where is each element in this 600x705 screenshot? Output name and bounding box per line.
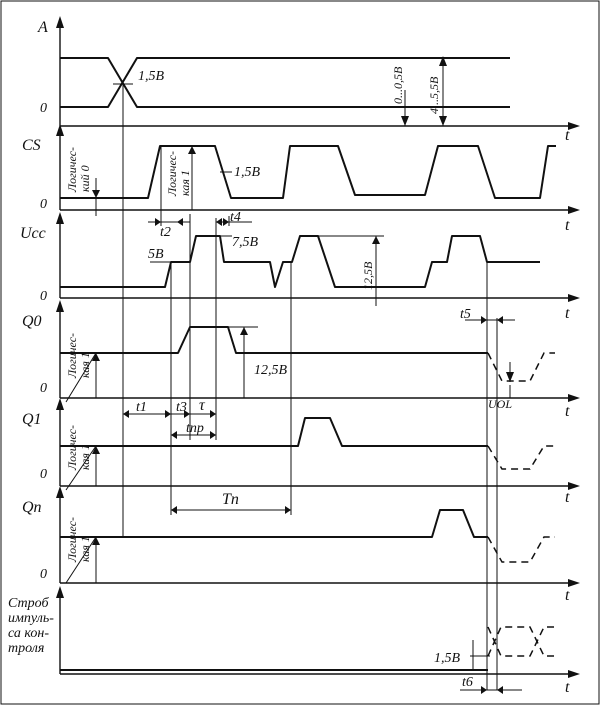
timing-t6: t6 <box>462 675 473 690</box>
zero-label-a: 0 <box>40 101 47 116</box>
logic-0-cs-1: Логичес- <box>65 147 79 193</box>
zero-label-q1: 0 <box>40 467 47 482</box>
waveform-q1 <box>60 417 555 470</box>
waveform-qn <box>60 509 555 563</box>
logic-1-q0-2: кая 1 <box>78 352 92 378</box>
level-1-5v-cs: 1,5В <box>234 165 261 180</box>
t-label-q0: t <box>565 403 570 420</box>
logic-1-cs-2: кая 1 <box>178 170 192 196</box>
level-0-0-5v: 0...0,5В <box>391 66 405 104</box>
signal-label-a: A <box>37 19 48 36</box>
signal-label-strobe-1: Строб <box>8 596 49 611</box>
t-label-cs: t <box>565 217 570 234</box>
timing-tp: Tп <box>222 491 239 508</box>
logic-1-q1-2: кая 1 <box>78 444 92 470</box>
waveform-strobe <box>60 626 555 671</box>
signal-label-q1: Q1 <box>22 411 42 428</box>
waveform-q0 <box>60 326 555 382</box>
signal-label-strobe-2: импуль- <box>8 611 54 626</box>
axes <box>56 16 580 678</box>
zero-label-q0: 0 <box>40 381 47 396</box>
waveform-ucc <box>60 235 540 288</box>
signal-label-ucc: Ucc <box>20 225 46 242</box>
timing-t4: t4 <box>230 210 241 225</box>
logic-0-cs-2: кий 0 <box>78 165 92 192</box>
logic-1-qn-2: кая 1 <box>78 536 92 562</box>
zero-label-cs: 0 <box>40 197 47 212</box>
t-label-qn: t <box>565 587 570 604</box>
reference-lines <box>122 84 498 690</box>
logic-1-q0-1: Логичес- <box>65 333 79 379</box>
signal-label-strobe-3: са кон- <box>8 626 49 641</box>
signal-label-q0: Q0 <box>22 313 42 330</box>
timing-t3: t3 <box>176 400 187 415</box>
labels: A CS Ucc Q0 Q1 Qn Строб импуль- са кон- … <box>8 19 570 696</box>
logic-1-qn-1: Логичес- <box>65 517 79 563</box>
t-label-ucc: t <box>565 305 570 322</box>
zero-label-qn: 0 <box>40 567 47 582</box>
dimension-marks <box>65 56 522 694</box>
signal-label-strobe-4: троля <box>8 641 44 656</box>
level-7-5v: 7,5В <box>232 235 259 250</box>
signal-label-cs: CS <box>22 137 41 154</box>
timing-t5: t5 <box>460 307 471 322</box>
waveform-a <box>60 57 510 108</box>
t-label-a: t <box>565 127 570 144</box>
logic-1-q1-1: Логичес- <box>65 425 79 471</box>
timing-tpr: tпр <box>186 421 204 436</box>
signal-label-qn: Qn <box>22 499 42 516</box>
timing-t2: t2 <box>160 225 171 240</box>
level-1-5v-a: 1,5В <box>138 69 165 84</box>
waveform-cs <box>60 145 556 199</box>
level-1-5v-strobe: 1,5В <box>434 651 461 666</box>
level-4-5-5v: 4...5,5В <box>427 76 441 114</box>
timing-t1: t1 <box>136 400 147 415</box>
level-uol: UOL <box>488 397 512 411</box>
logic-1-cs-1: Логичес- <box>165 151 179 197</box>
level-12-5v-ucc: 12,5В <box>361 261 375 290</box>
timing-tau: τ <box>199 397 206 414</box>
zero-label-ucc: 0 <box>40 289 47 304</box>
t-label-strobe: t <box>565 679 570 696</box>
level-5v: 5В <box>148 247 164 262</box>
t-label-q1: t <box>565 489 570 506</box>
level-12-5v-q0: 12,5В <box>254 363 288 378</box>
